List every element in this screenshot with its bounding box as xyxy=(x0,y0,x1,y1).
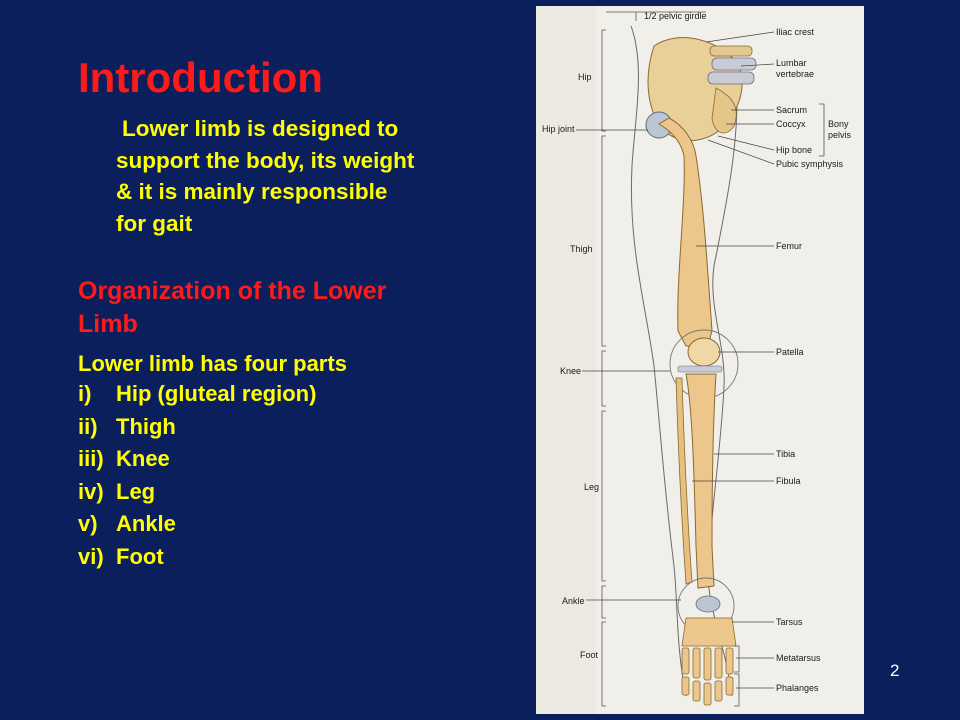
label-hip-bone: Hip bone xyxy=(776,145,812,155)
label-coccyx: Coccyx xyxy=(776,119,806,129)
list-item: iv) Leg xyxy=(78,476,316,509)
label-pelvis: pelvis xyxy=(828,130,852,140)
label-knee: Knee xyxy=(560,366,581,376)
intro-line: for gait xyxy=(116,210,193,236)
label-phalanges: Phalanges xyxy=(776,683,819,693)
label-pelvic-girdle: 1/2 pelvic girdle xyxy=(644,11,707,21)
list-item-label: Knee xyxy=(116,446,170,471)
list-item-number: v) xyxy=(78,511,98,536)
label-tarsus: Tarsus xyxy=(776,617,803,627)
list-item-label: Ankle xyxy=(116,511,176,536)
intro-line: & it is mainly responsible xyxy=(116,179,388,204)
label-femur: Femur xyxy=(776,241,802,251)
list-item-label: Thigh xyxy=(116,413,176,439)
list-item-label: Leg xyxy=(116,478,156,504)
label-iliac-crest: Iliac crest xyxy=(776,27,815,37)
skeleton-diagram: 1/2 pelvic girdle Hip Hip joint Thigh Kn… xyxy=(536,6,864,714)
list-item-number: vi) xyxy=(78,543,104,569)
label-ankle: Ankle xyxy=(562,596,585,606)
list-item: vi) Foot xyxy=(78,541,316,574)
list-item-label: Foot xyxy=(116,543,164,569)
slide-title: Introduction xyxy=(78,54,323,101)
parts-list: i) Hip (gluteal region) ii) Thigh iii) Knee… xyxy=(78,378,316,573)
list-item-label: Hip (gluteal region) xyxy=(116,381,317,406)
label-metatarsus: Metatarsus xyxy=(776,653,821,663)
label-lumbar: Lumbar xyxy=(776,58,807,68)
label-patella: Patella xyxy=(776,347,804,357)
label-sacrum: Sacrum xyxy=(776,105,807,115)
label-vertebrae: vertebrae xyxy=(776,69,814,79)
section-heading: Organization of the Lower Limb xyxy=(78,275,498,341)
page-number: 2 xyxy=(890,661,900,680)
section-heading-line: Limb xyxy=(78,310,138,338)
label-hip-joint: Hip joint xyxy=(542,124,575,134)
list-item-number: i) xyxy=(78,381,92,406)
lower-limb-skeleton-figure: 1/2 pelvic girdle Hip Hip joint Thigh Kn… xyxy=(536,6,864,714)
list-item-number: iv) xyxy=(78,478,104,504)
label-foot: Foot xyxy=(580,650,599,660)
list-item-number: ii) xyxy=(78,413,98,439)
list-item: i) Hip (gluteal region) xyxy=(78,378,316,411)
label-leg: Leg xyxy=(584,482,599,492)
parts-intro: Lower limb has four parts xyxy=(78,351,347,376)
list-item-number: iii) xyxy=(78,446,104,471)
list-item: ii) Thigh xyxy=(78,411,316,444)
list-item: iii) Knee xyxy=(78,443,316,476)
list-item: v) Ankle xyxy=(78,508,316,541)
label-bony: Bony xyxy=(828,119,849,129)
label-fibula: Fibula xyxy=(776,476,801,486)
label-thigh: Thigh xyxy=(570,244,593,254)
label-tibia: Tibia xyxy=(776,449,795,459)
intro-line: Lower limb is designed to xyxy=(122,116,399,141)
label-hip: Hip xyxy=(578,72,592,82)
section-heading-line: Organization of the Lower xyxy=(78,277,387,305)
intro-line: support the body, its weight xyxy=(116,147,415,173)
intro-paragraph: Lower limb is designed to support the bo… xyxy=(116,113,488,239)
label-pubic-symphysis: Pubic symphysis xyxy=(776,159,844,169)
